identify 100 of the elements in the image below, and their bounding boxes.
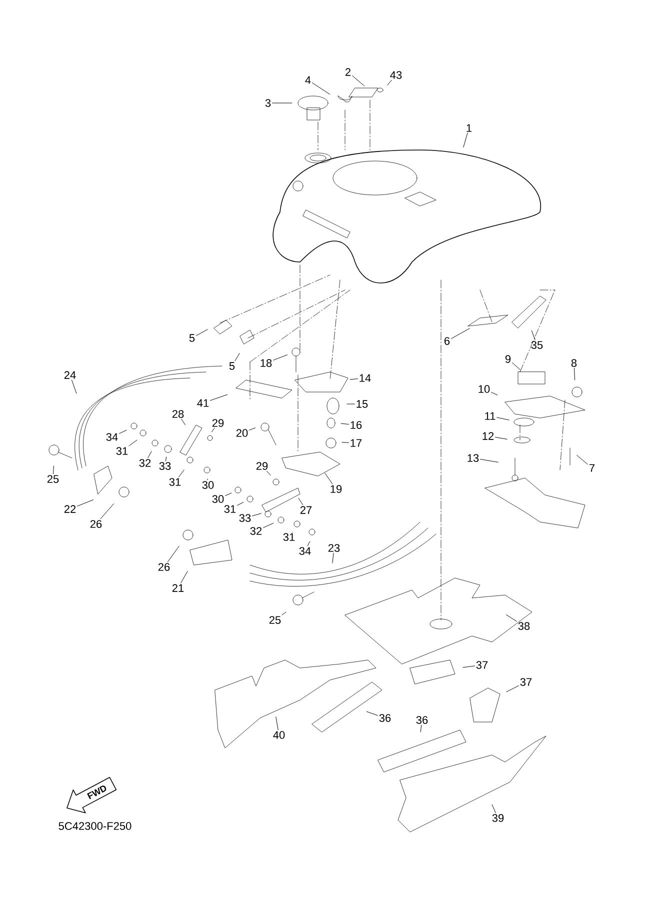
callout-number: 40: [273, 731, 285, 739]
leader-line: [276, 716, 278, 730]
leader-line: [451, 328, 470, 339]
callout-number: 31: [224, 505, 236, 513]
callout-number: 28: [172, 410, 184, 418]
leader-line: [492, 804, 496, 814]
callout-number: 13: [468, 454, 479, 462]
callout-number: 21: [172, 584, 184, 592]
callout-number: 5: [189, 334, 195, 342]
callout-number: 7: [590, 464, 594, 472]
callout-number: 29: [256, 462, 268, 470]
leader-line: [196, 329, 208, 336]
callout-number: 31: [116, 447, 128, 455]
leader-line: [249, 428, 256, 430]
leader-line: [207, 478, 208, 480]
leader-line: [512, 362, 520, 370]
callout-number: 43: [390, 71, 402, 79]
leader-line: [119, 430, 127, 434]
forward-arrow-sign: FWD: [66, 776, 117, 814]
leader-line: [480, 458, 498, 462]
callout-number: 15: [356, 400, 368, 408]
callout-number: 2: [345, 68, 350, 76]
leader-line: [272, 102, 292, 104]
callout-number: 23: [328, 544, 340, 552]
leader-line: [225, 492, 232, 496]
leader-line: [282, 612, 286, 616]
callout-number: 34: [106, 433, 118, 441]
callout-number: 32: [250, 527, 262, 535]
callout-number: 37: [520, 678, 532, 686]
callout-number: 22: [64, 505, 76, 513]
callout-number: 30: [212, 495, 224, 503]
leader-line: [165, 456, 167, 462]
leader-line: [72, 380, 77, 394]
leader-line: [234, 353, 240, 362]
callout-number: 41: [197, 399, 209, 407]
leader-line: [148, 451, 152, 458]
callout-number: 4: [305, 76, 311, 84]
callout-number: 3: [265, 99, 271, 107]
callout-number: 33: [239, 514, 251, 522]
callout-number: 31: [169, 478, 181, 486]
callout-number: 25: [47, 475, 59, 483]
callout-number: 26: [90, 520, 102, 528]
leader-line: [350, 378, 358, 380]
leader-line: [167, 546, 180, 562]
leader-line: [266, 470, 271, 476]
leader-line: [462, 666, 475, 668]
leader-line: [352, 75, 364, 86]
callout-number: 16: [350, 421, 362, 429]
leader-line: [212, 428, 215, 432]
leader-line: [491, 392, 498, 396]
callout-number: 1: [466, 124, 472, 132]
leader-line: [307, 541, 310, 546]
leader-line: [531, 330, 536, 340]
leader-line: [463, 132, 468, 148]
leader-line: [496, 417, 510, 420]
callout-number: 24: [64, 371, 76, 379]
callout-number: 36: [379, 714, 391, 722]
leader-line: [252, 513, 262, 516]
callout-number: 29: [212, 419, 224, 427]
callout-number: 25: [269, 616, 281, 624]
callout-number: 9: [505, 355, 511, 363]
callout-number: 18: [260, 359, 272, 367]
callout-number: 12: [482, 432, 494, 440]
leader-line: [210, 394, 228, 401]
leader-line: [298, 498, 304, 506]
leader-line: [77, 500, 94, 506]
leader-line: [53, 466, 54, 474]
leader-line: [574, 368, 576, 380]
leader-line: [312, 82, 330, 95]
leader-line: [181, 418, 186, 426]
leader-line: [420, 724, 422, 732]
callout-number: 5: [229, 362, 235, 370]
callout-number: 11: [485, 412, 496, 420]
leader-line: [342, 442, 349, 443]
callout-number: 6: [444, 337, 450, 345]
leader-line: [100, 504, 114, 520]
callout-number: 37: [476, 661, 488, 669]
leader-line: [495, 436, 508, 440]
leader-line: [576, 454, 588, 465]
callout-number: 19: [330, 485, 342, 493]
callout-number: 31: [283, 533, 295, 541]
callout-number: 36: [416, 716, 428, 724]
leader-line: [263, 522, 274, 528]
leader-line: [237, 502, 244, 506]
callout-number: 34: [299, 547, 311, 555]
leader-line: [180, 571, 188, 584]
leader-line: [387, 80, 392, 86]
leader-line: [366, 711, 378, 716]
callout-number: 30: [202, 481, 214, 489]
callout-number: 27: [300, 506, 312, 514]
leader-line: [128, 440, 138, 446]
callout-number: 8: [571, 359, 577, 367]
callout-number: 35: [531, 341, 543, 349]
callout-number: 10: [478, 385, 490, 393]
leader-line: [506, 614, 517, 622]
leader-line: [340, 423, 349, 425]
leader-line: [324, 472, 333, 484]
callout-number: 39: [492, 814, 504, 822]
leader-line: [178, 470, 184, 478]
leader-line: [273, 354, 288, 360]
